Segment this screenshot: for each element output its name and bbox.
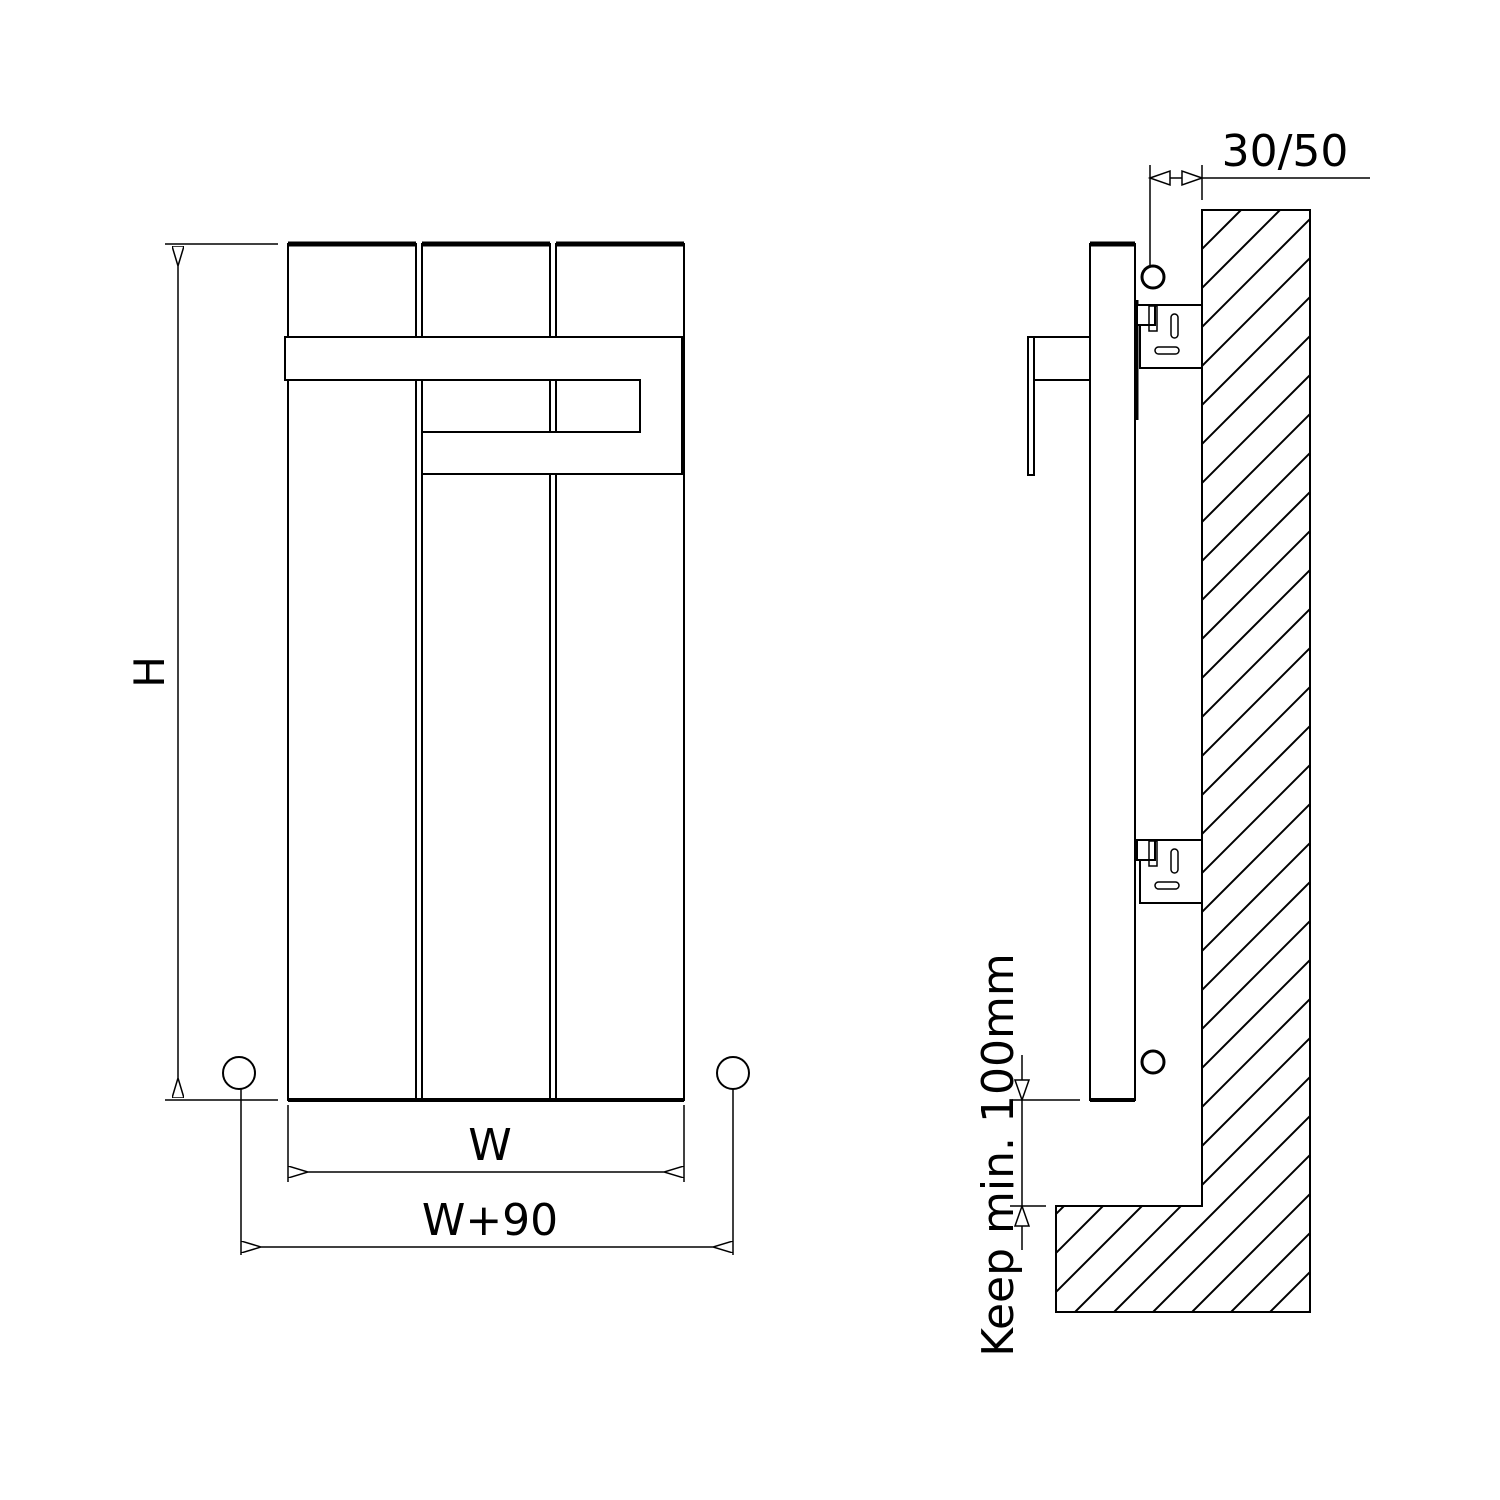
hatch-line [1210,210,1310,1312]
pipe-bottom-icon [1140,1049,1166,1075]
bracket-bottom [1136,839,1203,904]
hatch-line [1056,210,1310,1312]
bracket-top [1136,304,1203,369]
hatch-line [1056,210,1310,1312]
hatch-line [1093,210,1310,1312]
towel-bar [284,336,683,475]
hatch-line [1056,210,1310,1312]
connection-left-icon [222,1056,256,1090]
hatch-line [1406,210,1500,1410]
width-label: W [468,1120,512,1171]
hatch-line [1056,210,1310,1312]
hatch-line [1056,210,1310,1312]
hatch-line [1249,210,1310,1312]
hatch-line [1056,210,1310,1312]
hatch-line [1056,210,1310,1312]
hatch-line [1056,210,1310,1312]
hatch-line [1484,210,1500,1410]
front-view: H W W+90 [125,241,750,1255]
radiator-side [1089,243,1136,1101]
width-plus-label: W+90 [422,1195,558,1246]
height-label: H [125,656,174,688]
hatch-line [1328,210,1500,1410]
towel-bar-side [1032,336,1091,381]
hatch-line [1056,210,1310,1312]
hatch-line [1056,210,1310,1312]
connection-right-icon [716,1056,750,1090]
hatch-line [1056,210,1310,1312]
side-view: 30/50 Keep min. 100mm [973,126,1500,1410]
hatch-line [1367,210,1500,1410]
hatch-line [1171,210,1310,1312]
hatch-line [1056,210,1310,1312]
hatch-line [1132,210,1310,1312]
panel-2 [421,243,551,1101]
floor-clearance-label: Keep min. 100mm [973,953,1024,1356]
wall-hatching [1056,210,1500,1410]
hatch-line [1288,210,1310,1312]
hatch-line [1056,210,1310,1312]
wall-gap-label: 30/50 [1222,126,1349,177]
hatch-line [1056,210,1310,1312]
wall-and-floor [1055,209,1311,1313]
panel-1 [287,243,417,1101]
hatch-line [1445,210,1500,1410]
pipe-top-icon [1140,264,1166,290]
hatch-line [1056,210,1310,1312]
